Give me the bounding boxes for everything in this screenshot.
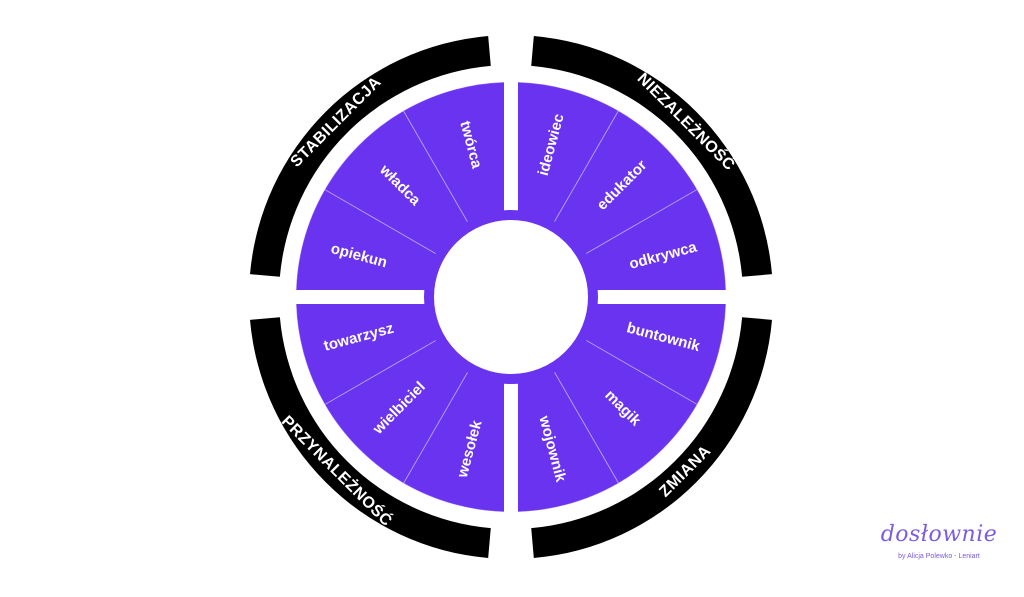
brand-logo: dosłownie by Alicja Polewko - Leniart <box>874 522 1004 562</box>
ring-arc <box>531 35 773 277</box>
quadrant-group <box>518 304 727 513</box>
segment-wheel: ideowiecedukatorodkrywcabuntownikmagikwo… <box>295 81 727 513</box>
quadrant-group <box>518 81 727 290</box>
brand-subtitle: by Alicja Polewko - Leniart <box>898 553 980 560</box>
ring-arc <box>249 317 491 559</box>
ring-arc <box>531 317 773 559</box>
quadrant-group <box>295 304 504 513</box>
ring-arc <box>249 35 491 277</box>
brand-name: dosłownie <box>880 522 998 547</box>
center-hub <box>437 223 585 371</box>
quadrant-group <box>295 81 504 290</box>
